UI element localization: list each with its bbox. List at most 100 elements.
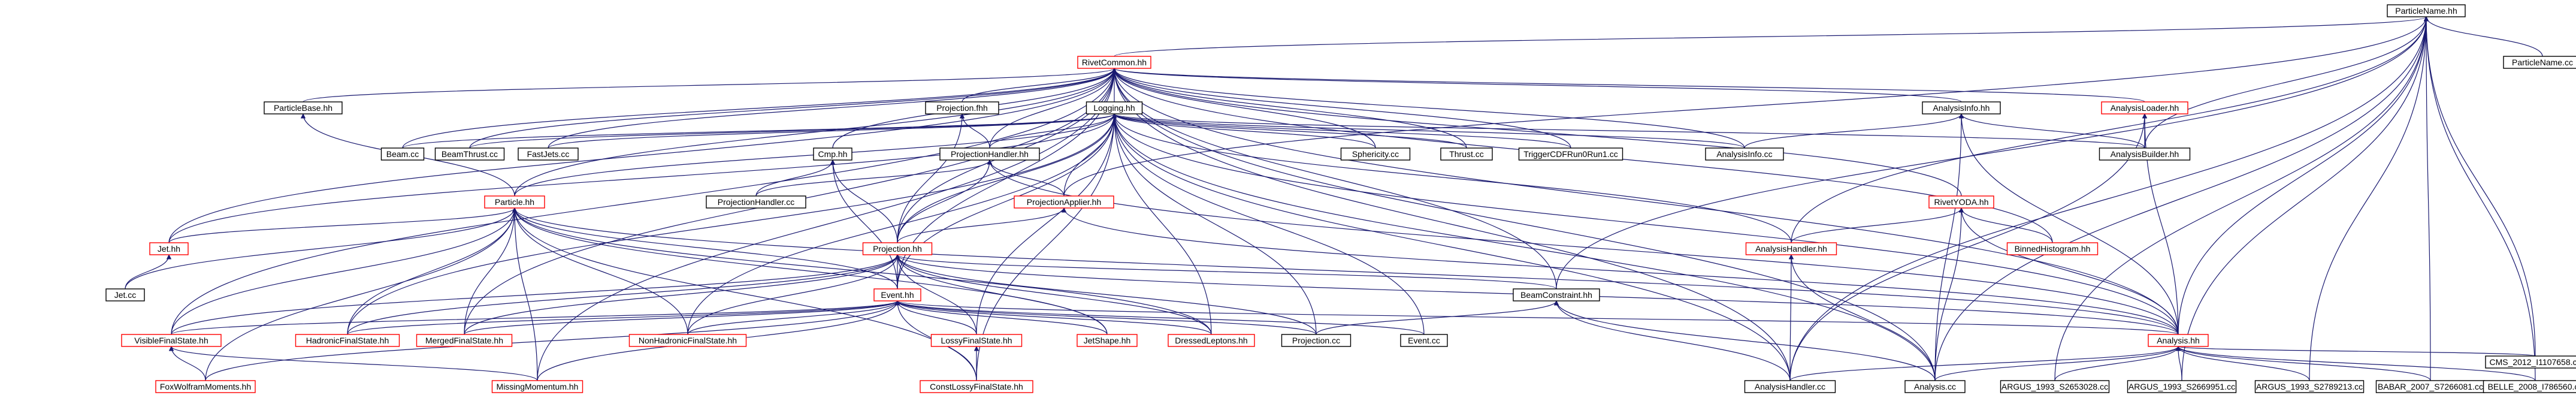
node-analysisbuilder-hh[interactable]: AnalysisBuilder.hh xyxy=(2099,147,2191,161)
nodes: ParticleName.hh ParticleName.cc RivetCom… xyxy=(105,4,2576,393)
node-analysishandler-hh[interactable]: AnalysisHandler.hh xyxy=(1745,242,1837,255)
svg-text:Event.hh: Event.hh xyxy=(881,290,914,300)
node-analysis-cc[interactable]: Analysis.cc xyxy=(1904,380,1966,393)
node-visiblefinalstate-hh[interactable]: VisibleFinalState.hh xyxy=(121,334,222,347)
edge xyxy=(989,68,1117,149)
node-particlename-cc[interactable]: ParticleName.cc xyxy=(2503,56,2576,69)
node-projectionhandler-hh[interactable]: ProjectionHandler.hh xyxy=(939,147,1040,161)
node-projection-cc[interactable]: Projection.cc xyxy=(1281,334,1352,347)
node-beamthrust-cc[interactable]: BeamThrust.cc xyxy=(434,147,505,161)
edge-projection-hh-to-logging-hh xyxy=(897,113,1117,243)
edge xyxy=(687,113,1117,335)
node-event-cc[interactable]: Event.cc xyxy=(1400,334,1448,347)
svg-text:ARGUS_1993_S2653028.cc: ARGUS_1993_S2653028.cc xyxy=(2001,382,2108,391)
node-constlossyfinalstate-hh[interactable]: ConstLossyFinalState.hh xyxy=(920,380,1033,393)
node-projection-hh[interactable]: Projection.hh xyxy=(862,242,933,255)
node-projection-fhh[interactable]: Projection.fhh xyxy=(925,101,999,114)
node-cms-2012-i1107658-cc[interactable]: CMS_2012_I1107658.cc xyxy=(2485,355,2576,369)
edge-projection-cc-to-beamconstraint-hh xyxy=(1316,300,1559,335)
edge-nonhadronicfinalstate-hh-to-logging-hh xyxy=(687,113,1117,335)
edge-event-cc-to-logging-hh xyxy=(1111,113,1425,335)
svg-text:AnalysisHandler.hh: AnalysisHandler.hh xyxy=(1755,244,1827,254)
node-beam-cc[interactable]: Beam.cc xyxy=(380,147,425,161)
node-analysisinfo-hh[interactable]: AnalysisInfo.hh xyxy=(1922,101,2001,114)
node-jetshape-hh[interactable]: JetShape.hh xyxy=(1077,334,1138,347)
node-cmp-hh[interactable]: Cmp.hh xyxy=(813,147,852,161)
node-binnedhistogram-hh[interactable]: BinnedHistogram.hh xyxy=(2006,242,2099,255)
edge-jet-hh-to-rivetcommon-hh xyxy=(168,68,1117,243)
edge-event-hh-to-cmp-hh xyxy=(830,159,898,290)
edge xyxy=(1791,16,2429,243)
node-beamconstraint-hh[interactable]: BeamConstraint.hh xyxy=(1513,288,1600,301)
edge-projection-cc-to-projection-hh xyxy=(894,254,1317,335)
edge-projection-hh-to-projection-fhh xyxy=(897,113,965,243)
svg-text:JetShape.hh: JetShape.hh xyxy=(1084,336,1131,345)
node-jet-cc[interactable]: Jet.cc xyxy=(105,288,145,301)
node-rivetyoda-hh[interactable]: RivetYODA.hh xyxy=(1928,195,1994,209)
edge xyxy=(2142,113,2179,335)
edge xyxy=(1788,254,1936,381)
node-missingmomentum-hh[interactable]: MissingMomentum.hh xyxy=(491,380,583,393)
node-argus-1993-s2669951-cc[interactable]: ARGUS_1993_S2669951.cc xyxy=(2127,380,2237,393)
edge xyxy=(171,300,900,335)
svg-text:FoxWolframMoments.hh: FoxWolframMoments.hh xyxy=(160,382,251,391)
edge-mergedfinalstate-hh-to-projection-hh xyxy=(464,254,900,335)
edge-analysis-cc-to-rivetyoda-hh xyxy=(1934,207,1964,381)
node-event-hh[interactable]: Event.hh xyxy=(873,288,921,301)
node-analysisinfo-cc[interactable]: AnalysisInfo.cc xyxy=(1705,147,1784,161)
edge-analysishandler-cc-to-analysis-hh xyxy=(1789,346,2181,381)
node-babar-2007-s7266081-cc[interactable]: BABAR_2007_S7266081.cc xyxy=(2375,380,2486,393)
svg-text:AnalysisInfo.cc: AnalysisInfo.cc xyxy=(1716,149,1772,159)
svg-text:Jet.cc: Jet.cc xyxy=(114,290,137,300)
svg-text:Logging.hh: Logging.hh xyxy=(1093,103,1135,113)
edge-missingmomentum-hh-to-visiblefinalstate-hh xyxy=(168,346,538,381)
svg-text:ParticleName.hh: ParticleName.hh xyxy=(2395,6,2457,16)
edge xyxy=(548,113,1117,149)
svg-text:HadronicFinalState.hh: HadronicFinalState.hh xyxy=(306,336,389,345)
edge xyxy=(897,159,993,243)
edge-cms-2012-i1107658-cc-to-particlename-hh xyxy=(2423,16,2536,357)
node-nonhadronicfinalstate-hh[interactable]: NonHadronicFinalState.hh xyxy=(628,334,747,347)
svg-text:BELLE_2008_I786560.cc: BELLE_2008_I786560.cc xyxy=(2488,382,2576,391)
edge xyxy=(2144,16,2429,149)
node-foxwolframmoments-hh[interactable]: FoxWolframMoments.hh xyxy=(155,380,256,393)
node-sphericity-cc[interactable]: Sphericity.cc xyxy=(1340,147,1411,161)
edge-projection-hh-to-projectionapplier-hh xyxy=(897,207,1067,243)
edge-argus-1993-s2653028-cc-to-analysis-hh xyxy=(2054,346,2181,381)
edge xyxy=(1553,300,1791,381)
node-argus-1993-s2789213-cc[interactable]: ARGUS_1993_S2789213.cc xyxy=(2254,380,2365,393)
edge-event-hh-to-particle-hh xyxy=(512,207,898,290)
node-particlename-hh[interactable]: ParticleName.hh xyxy=(2387,4,2466,17)
edge xyxy=(1111,113,1791,381)
node-rivetcommon-hh[interactable]: RivetCommon.hh xyxy=(1077,56,1151,69)
edge xyxy=(2175,346,2536,381)
edge xyxy=(2423,16,2536,357)
node-analysis-hh[interactable]: Analysis.hh xyxy=(2148,334,2209,347)
edge xyxy=(2423,16,2536,381)
node-analysishandler-cc[interactable]: AnalysisHandler.cc xyxy=(1744,380,1836,393)
node-particle-hh[interactable]: Particle.hh xyxy=(484,195,545,209)
node-triggercdfrun0run1-cc[interactable]: TriggerCDFRun0Run1.cc xyxy=(1518,147,1623,161)
svg-text:BinnedHistogram.hh: BinnedHistogram.hh xyxy=(2015,244,2091,254)
node-projectionapplier-hh[interactable]: ProjectionApplier.hh xyxy=(1014,195,1114,209)
node-analysisloader-hh[interactable]: AnalysisLoader.hh xyxy=(2101,101,2188,114)
node-logging-hh[interactable]: Logging.hh xyxy=(1086,101,1143,114)
node-thrust-cc[interactable]: Thrust.cc xyxy=(1440,147,1493,161)
node-lossyfinalstate-hh[interactable]: LossyFinalState.hh xyxy=(930,334,1023,347)
edge-analysis-hh-to-event-hh xyxy=(895,300,2179,335)
edge xyxy=(1111,68,1962,197)
node-jet-hh[interactable]: Jet.hh xyxy=(149,242,189,255)
node-hadronicfinalstate-hh[interactable]: HadronicFinalState.hh xyxy=(295,334,400,347)
node-projectionhandler-cc[interactable]: ProjectionHandler.cc xyxy=(706,195,806,209)
node-particlebase-hh[interactable]: ParticleBase.hh xyxy=(264,101,343,114)
node-mergedfinalstate-hh[interactable]: MergedFinalState.hh xyxy=(416,334,513,347)
edge-analysishandler-cc-to-analysishandler-hh xyxy=(1788,254,1794,381)
node-fastjets-cc[interactable]: FastJets.cc xyxy=(518,147,579,161)
edge-foxwolframmoments-hh-to-event-hh xyxy=(205,300,900,381)
edge xyxy=(512,207,538,381)
edge-dressedleptons-hh-to-event-hh xyxy=(894,300,1212,335)
node-dressedleptons-hh[interactable]: DressedLeptons.hh xyxy=(1168,334,1255,347)
node-argus-1993-s2653028-cc[interactable]: ARGUS_1993_S2653028.cc xyxy=(2000,380,2110,393)
node-belle-2008-i786560-cc[interactable]: BELLE_2008_I786560.cc xyxy=(2483,380,2576,393)
edge-argus-1993-s2653028-cc-to-particlename-hh xyxy=(2054,16,2429,381)
